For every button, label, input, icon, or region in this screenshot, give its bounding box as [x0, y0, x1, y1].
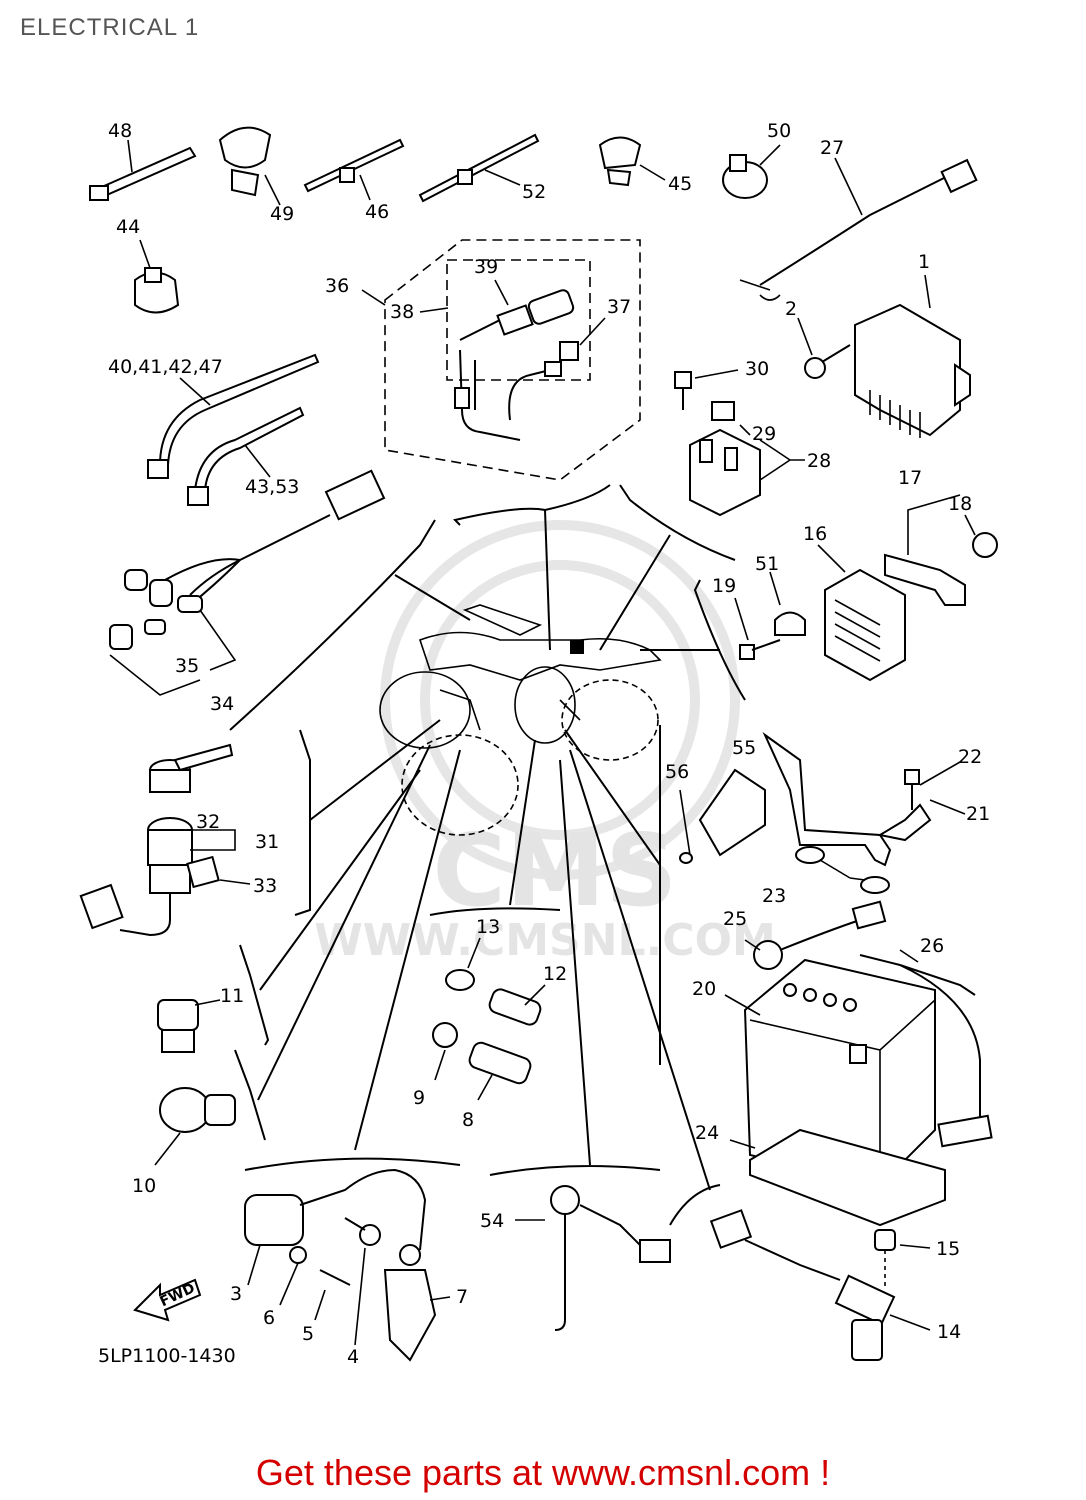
- cable-ties-43-53: [187, 406, 305, 506]
- callout-label: 11: [220, 985, 244, 1007]
- callout-label: 45: [668, 173, 692, 195]
- callout-label: 36: [325, 275, 349, 297]
- callout-label: 37: [607, 296, 631, 318]
- clamp-49: [218, 126, 281, 206]
- callout-label: 24: [695, 1122, 719, 1144]
- neutral-switch-11: [157, 999, 221, 1053]
- battery-20: [724, 900, 993, 1227]
- callout-label: 25: [723, 908, 747, 930]
- sensor-8: [468, 1041, 532, 1101]
- callout-label: 9: [413, 1087, 425, 1109]
- callout-label: 28: [807, 450, 831, 472]
- bracket-17: [884, 494, 998, 606]
- cdi-unit-1: [854, 274, 971, 438]
- fwd-label: FWD: [158, 1280, 198, 1310]
- watermark-url-text: WWW.CMSNL.COM: [314, 915, 776, 966]
- bolt-19: [734, 597, 781, 660]
- callout-label: 15: [936, 1238, 960, 1260]
- callout-label: 50: [767, 120, 791, 142]
- wire-54: [515, 1185, 671, 1331]
- callout-label: 54: [480, 1210, 504, 1232]
- callout-label: 17: [898, 467, 922, 489]
- callout-label: 30: [745, 358, 769, 380]
- band-50: [722, 144, 781, 199]
- cable-tie-48: [89, 139, 197, 201]
- callout-label: 52: [522, 181, 546, 203]
- clip-45: [598, 136, 666, 187]
- callout-label: 39: [474, 256, 498, 278]
- starter-relay-28: [689, 401, 805, 517]
- clamp-44: [134, 239, 180, 314]
- wire-lead-27: [739, 157, 978, 301]
- callout-label: 13: [476, 916, 500, 938]
- cable-tie-46: [303, 138, 405, 201]
- callout-label: 10: [132, 1175, 156, 1197]
- callout-label: 5: [302, 1323, 314, 1345]
- sensor-12: [488, 984, 546, 1026]
- callout-label: 6: [263, 1307, 275, 1329]
- cmsnl-watermark: CMS WWW.CMSNL.COM: [314, 520, 776, 966]
- gasket-13: [445, 937, 481, 991]
- callout-label: 19: [712, 575, 736, 597]
- fwd-arrow-icon: FWD: [133, 1278, 202, 1322]
- lead-harness-34: [109, 469, 386, 696]
- callout-label: 29: [752, 423, 776, 445]
- screw-15: [874, 1229, 931, 1290]
- callout-label: 48: [108, 120, 132, 142]
- speed-sensor-14: [709, 1209, 931, 1361]
- callout-label: 34: [210, 693, 234, 715]
- callout-label: 32: [196, 811, 220, 833]
- callout-label: 2: [785, 298, 797, 320]
- clamp-51: [769, 571, 806, 636]
- cable-ties-40-41-42-47: [147, 353, 320, 479]
- atv-outline: [379, 604, 662, 836]
- cable-tie-52: [418, 133, 540, 203]
- callout-label: 3: [230, 1283, 242, 1305]
- page-title: ELECTRICAL 1: [20, 14, 200, 41]
- diagram-code: 5LP1100-1430: [98, 1345, 236, 1367]
- callout-label: 56: [665, 761, 689, 783]
- callout-label: 35: [175, 655, 199, 677]
- callout-label: 8: [462, 1109, 474, 1131]
- callout-label: 31: [255, 831, 279, 853]
- callout-label: 12: [543, 963, 567, 985]
- gasket-9: [432, 1022, 458, 1081]
- battery-bracket-21: [679, 732, 966, 894]
- ignition-coil-3: [244, 1168, 451, 1362]
- footer-link[interactable]: Get these parts at www.cmsnl.com !: [255, 1452, 831, 1493]
- callout-label: 55: [732, 737, 756, 759]
- callout-label: 16: [803, 523, 827, 545]
- callout-label: 40,41,42,47: [108, 356, 223, 378]
- rectifier-regulator-16: [817, 544, 906, 682]
- thermo-switch-10: [154, 1087, 236, 1166]
- callout-label: 26: [920, 935, 944, 957]
- lead-wire-group-36: [361, 239, 641, 481]
- callout-label: 4: [347, 1346, 359, 1368]
- leader-lines: [229, 484, 746, 1226]
- callout-label: 20: [692, 978, 716, 1000]
- callout-label: 43,53: [245, 476, 299, 498]
- callout-label: 33: [253, 875, 277, 897]
- callout-label: 27: [820, 137, 844, 159]
- bolt-30: [674, 369, 739, 410]
- callout-label: 22: [958, 746, 982, 768]
- callout-label: 44: [116, 216, 140, 238]
- callout-label: 21: [966, 803, 990, 825]
- main-switch-31: [79, 743, 251, 937]
- callout-label: 38: [390, 301, 414, 323]
- callout-label: 46: [365, 201, 389, 223]
- callout-labels: 48 49 46 52 45 50 27 44 36 38 39 37 1 2 …: [108, 120, 990, 1368]
- callout-label: 14: [937, 1321, 961, 1343]
- callout-label: 49: [270, 203, 294, 225]
- callout-label: 18: [948, 493, 972, 515]
- callout-label: 7: [456, 1286, 468, 1308]
- callout-label: 1: [918, 251, 930, 273]
- screw-2: [797, 317, 851, 379]
- callout-label: 51: [755, 553, 779, 575]
- watermark-logo-text: CMS: [433, 812, 678, 929]
- callout-label: 23: [762, 885, 786, 907]
